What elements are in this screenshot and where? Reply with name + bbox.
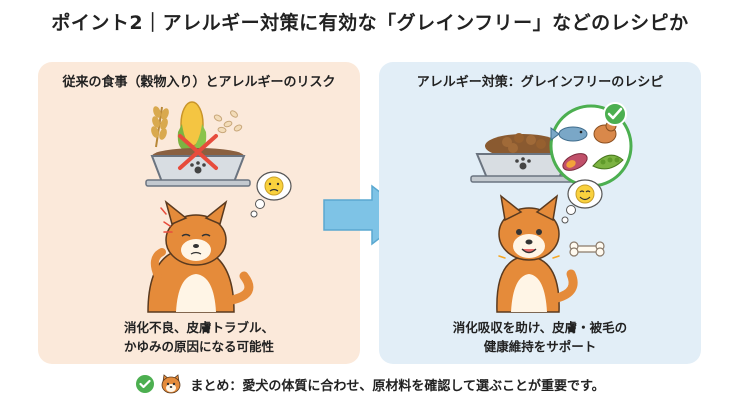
grain-free-recipe-panel: アレルギー対策：グレインフリーのレシピ <box>379 62 701 364</box>
grain-diet-risk-panel: 従来の食事（穀物入り）とアレルギーのリスク <box>38 62 360 364</box>
summary-text: まとめ：愛犬の体質に合わせ、原材料を確認して選ぶことが重要です。 <box>190 378 605 394</box>
left-caption-line-2: かゆみの原因になる可能性 <box>123 339 274 354</box>
sweet-potato-icon <box>562 153 588 171</box>
fish-icon <box>550 126 588 142</box>
grain-free-illustration <box>470 102 633 313</box>
page-title: ポイント2｜アレルギー対策に有効な「グレインフリー」などのレシピか <box>51 12 689 34</box>
right-panel-heading: アレルギー対策：グレインフリーのレシピ <box>416 75 664 90</box>
left-panel-caption: 消化不良、皮膚トラブル、 かゆみの原因になる可能性 <box>38 318 360 356</box>
left-panel-heading: 従来の食事（穀物入り）とアレルギーのリスク <box>62 75 336 90</box>
dog-bowl-icon <box>470 133 576 183</box>
corn-icon <box>177 101 207 151</box>
check-circle-icon <box>136 375 155 393</box>
right-caption-line-2: 健康維持をサポート <box>483 339 597 354</box>
dog-bowl-icon <box>145 148 251 187</box>
right-caption-line-1: 消化吸収を助け、皮膚・被毛の <box>452 320 628 335</box>
grain-diet-illustration <box>145 101 292 313</box>
check-badge-icon <box>603 102 627 126</box>
sad-face-thought-icon <box>250 171 292 218</box>
prohibited-cross-icon <box>178 134 218 170</box>
grain-seeds <box>213 110 243 134</box>
summary-footer: まとめ：愛犬の体質に合わせ、原材料を確認して選ぶことが重要です。 <box>0 374 740 394</box>
dog-face-icon <box>161 374 181 394</box>
left-caption-line-1: 消化不良、皮膚トラブル、 <box>123 320 274 335</box>
bone-icon <box>569 241 605 257</box>
happy-face-thought-icon <box>561 179 603 224</box>
peas-icon <box>592 154 624 170</box>
happy-dog-icon <box>496 194 578 313</box>
wheat-icon <box>151 106 169 148</box>
right-panel-caption: 消化吸収を助け、皮膚・被毛の 健康維持をサポート <box>379 318 701 356</box>
itchy-dog-icon <box>147 199 254 313</box>
